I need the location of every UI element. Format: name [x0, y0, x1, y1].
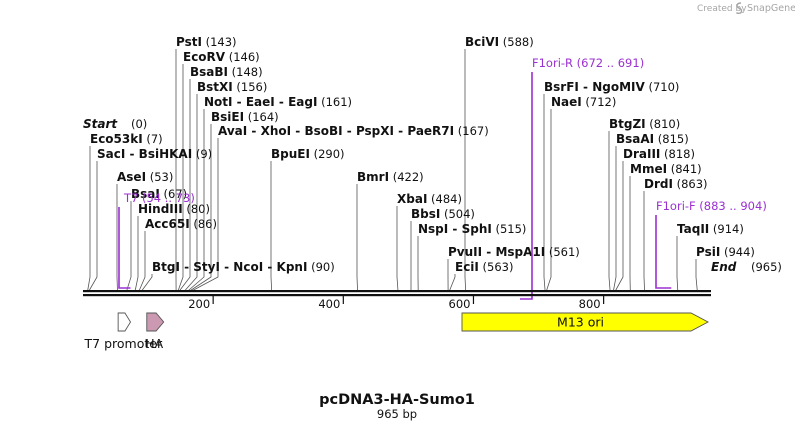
- ruler-tick-label: 800: [579, 297, 601, 311]
- restriction-site-label[interactable]: PsiI (944): [696, 245, 755, 259]
- site-leader-line: [138, 231, 146, 292]
- dna-backbone: [83, 290, 711, 297]
- map-subtitle: 965 bp: [377, 407, 417, 421]
- primer-label[interactable]: F1ori-R (672 .. 691): [532, 56, 644, 70]
- site-leader-line: [134, 216, 139, 292]
- snapgene-logo-icon: [735, 2, 743, 15]
- site-leader-line: [88, 161, 98, 292]
- site-leader-line: [178, 79, 191, 292]
- snapgene-brand-text: SnapGene: [747, 3, 795, 14]
- restriction-site-label[interactable]: TaqII (914): [677, 222, 744, 236]
- restriction-site-label[interactable]: BbsI (504): [411, 207, 475, 221]
- site-leader-line: [87, 146, 91, 292]
- restriction-site-label[interactable]: BsiEI (164): [211, 110, 279, 124]
- restriction-site-label[interactable]: BsaI (67): [131, 187, 187, 201]
- restriction-site-label[interactable]: MmeI (841): [630, 162, 702, 176]
- primer-arrow: [520, 72, 533, 300]
- primer-label[interactable]: F1ori-F (883 .. 904): [656, 199, 767, 213]
- site-leader-line: [614, 161, 624, 292]
- feature-arrow[interactable]: [117, 312, 132, 332]
- site-leader-line: [116, 184, 118, 292]
- restriction-site-label[interactable]: PstI (143): [176, 35, 237, 49]
- feature-arrow[interactable]: [461, 312, 709, 332]
- site-leader-line: [676, 236, 679, 292]
- site-leader-line: [613, 146, 617, 292]
- restriction-site-label[interactable]: Acc65I (86): [145, 217, 217, 231]
- feature-arrow[interactable]: [146, 312, 165, 332]
- restriction-site-label[interactable]: BtgZI (810): [609, 117, 680, 131]
- restriction-site-label[interactable]: XbaI (484): [397, 192, 462, 206]
- restriction-site-label[interactable]: DrdI (863): [644, 177, 708, 191]
- restriction-site-label[interactable]: Eco53kI (7): [90, 132, 163, 146]
- restriction-site-label[interactable]: BmrI (422): [357, 170, 424, 184]
- restriction-site-label[interactable]: BsaAI (815): [616, 132, 689, 146]
- restriction-site-label[interactable]: BciVI (588): [465, 35, 534, 49]
- primer-label[interactable]: T7 (54 .. 73): [123, 191, 195, 205]
- restriction-site-label[interactable]: BpuEI (290): [271, 147, 345, 161]
- start-label: Start: [83, 117, 118, 131]
- site-leader-line: [191, 138, 219, 292]
- restriction-site-label[interactable]: EcoRV (146): [183, 50, 260, 64]
- restriction-site-label[interactable]: HindIII (80): [138, 202, 210, 216]
- primer-arrow: [655, 215, 672, 289]
- feature-ha[interactable]: HA: [145, 312, 165, 351]
- site-leader-line: [189, 124, 212, 292]
- restriction-site-label[interactable]: BsaBI (148): [190, 65, 263, 79]
- primer-arrow: [118, 207, 131, 289]
- site-labels: PstI (143)EcoRV (146)BsaBI (148)BstXI (1…: [90, 35, 755, 274]
- backbone-top-strand: [83, 290, 711, 293]
- restriction-site-label[interactable]: PvuII - MspA1I (561): [448, 245, 580, 259]
- created-by-text: Created by: [697, 4, 747, 14]
- primer-layer: T7 (54 .. 73) F1ori-R (672 .. 691) F1ori-F…: [118, 56, 767, 300]
- restriction-site-label[interactable]: NspI - SphI (515): [418, 222, 526, 236]
- site-leader-line: [184, 94, 198, 292]
- restriction-site-label[interactable]: BsrFI - NgoMIV (710): [544, 80, 679, 94]
- ruler: 200 400 600 800: [188, 296, 605, 311]
- site-leader-line: [270, 161, 273, 292]
- site-leader-line: [356, 184, 358, 292]
- backbone-bottom-strand: [83, 294, 711, 297]
- map-title: pcDNA3-HA-Sumo1: [319, 392, 475, 408]
- site-leader-line: [126, 201, 132, 292]
- site-leader-line: [546, 109, 552, 292]
- restriction-site-label[interactable]: AvaI - XhoI - BsoBI - PspXI - PaeR7I (16…: [218, 124, 489, 138]
- ruler-tick-label: 400: [318, 297, 340, 311]
- ruler-tick-label: 200: [188, 297, 210, 311]
- site-leader-line: [543, 94, 546, 292]
- restriction-site-label[interactable]: BstXI (156): [197, 80, 267, 94]
- restriction-site-label[interactable]: NaeI (712): [551, 95, 616, 109]
- restriction-site-label[interactable]: AseI (53): [117, 170, 173, 184]
- end-position: (965): [751, 260, 782, 274]
- site-leader-line: [396, 206, 399, 292]
- site-leader-line: [464, 49, 467, 292]
- feature-label: T7 promoter: [84, 336, 163, 351]
- feature-t7-promoter[interactable]: T7 promoter: [84, 312, 163, 351]
- start-position: (0): [131, 117, 147, 131]
- site-leader-line: [187, 109, 205, 292]
- site-leader-lines: [87, 49, 698, 292]
- feature-label: M13 ori: [557, 315, 604, 330]
- restriction-site-label[interactable]: SacI - BsiHKAI (9): [97, 147, 212, 161]
- ruler-tick-label: 600: [449, 297, 471, 311]
- feature-label: HA: [145, 336, 163, 351]
- restriction-site-label[interactable]: BtgI - StyI - NcoI - KpnI (90): [152, 260, 335, 274]
- end-label: End: [711, 260, 737, 274]
- feature-m13-ori[interactable]: M13 ori: [461, 312, 709, 332]
- site-leader-line: [608, 131, 611, 292]
- restriction-site-label[interactable]: EciI (563): [455, 260, 513, 274]
- site-leader-line: [643, 191, 645, 292]
- site-leader-line: [695, 259, 698, 292]
- site-leader-line: [449, 274, 456, 292]
- restriction-site-label[interactable]: NotI - EaeI - EagI (161): [204, 95, 352, 109]
- site-leader-line: [141, 274, 153, 292]
- site-leader-line: [177, 64, 184, 292]
- restriction-site-label[interactable]: DraIII (818): [623, 147, 695, 161]
